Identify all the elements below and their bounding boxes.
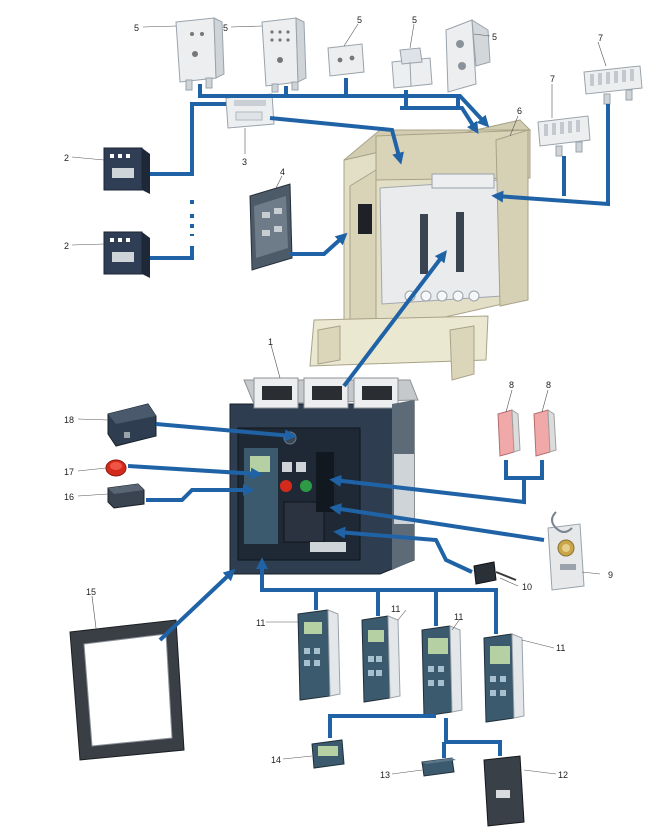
- internal-accessory-plate: [249, 183, 293, 271]
- trip-unit-4: [483, 633, 525, 723]
- arc-chute-right: [353, 377, 399, 409]
- callout-17: 17: [64, 467, 74, 477]
- arrow-breaker-to-cradle: [342, 250, 447, 388]
- terminal-block: [391, 47, 433, 89]
- arc-chute-left: [253, 377, 299, 409]
- callout-2-lower: 2: [64, 241, 69, 251]
- aux-terminal-strip-upper: [583, 65, 643, 105]
- callout-5-c: 5: [357, 15, 362, 25]
- arrow-terminals-to-cradle: [198, 84, 490, 128]
- callout-8-left: 8: [509, 380, 514, 390]
- circuit-breaker: [229, 377, 419, 575]
- callout-18: 18: [64, 415, 74, 425]
- arrow-comm-modules: [150, 102, 226, 176]
- callout-11-c: 11: [454, 612, 463, 622]
- callout-5-b: 5: [223, 23, 228, 33]
- callout-5-a: 5: [134, 23, 139, 33]
- callout-7-lower: 7: [550, 74, 555, 84]
- door-sealing-frame: [69, 619, 185, 761]
- callout-9: 9: [608, 570, 613, 580]
- callout-5-d: 5: [412, 15, 417, 25]
- arrow-signal-switch: [269, 116, 404, 165]
- withdrawable-cradle: [309, 119, 532, 381]
- callout-16: 16: [64, 492, 74, 502]
- terminal-plate-1: [175, 17, 225, 91]
- operation-counter: [473, 561, 517, 585]
- arrow-counter: [333, 526, 473, 574]
- arrow-key-lock: [329, 503, 545, 542]
- aux-terminal-strip-lower: [537, 115, 591, 157]
- callout-13: 13: [380, 770, 390, 780]
- callout-11-d: 11: [556, 643, 565, 653]
- adapter-module: [421, 757, 456, 777]
- arrow-accessory-plate: [290, 232, 348, 256]
- terminal-angle-connector: [445, 19, 491, 93]
- key-lock-assembly: [547, 511, 585, 591]
- signal-switch-module: [225, 93, 275, 129]
- callout-12: 12: [558, 770, 568, 780]
- test-device: [483, 755, 525, 827]
- callout-2-upper: 2: [64, 153, 69, 163]
- comm-module-upper: [103, 147, 150, 194]
- callout-11-a: 11: [256, 618, 265, 628]
- callout-8-right: 8: [546, 380, 551, 390]
- leader-lines: [71, 23, 607, 775]
- motor-operator: [107, 403, 157, 447]
- callout-11-b: 11: [391, 604, 400, 614]
- callout-3: 3: [242, 157, 247, 167]
- arc-chute-middle: [303, 377, 349, 409]
- callout-4: 4: [280, 167, 285, 177]
- comm-module-lower: [103, 231, 150, 278]
- terminal-small-plate: [327, 43, 365, 77]
- trip-unit-1: [297, 609, 341, 701]
- callout-1: 1: [268, 337, 273, 347]
- trip-unit-3: [421, 625, 463, 717]
- arrow-emergency-stop: [127, 464, 263, 480]
- connector-arrows: [127, 78, 610, 758]
- callout-10: 10: [522, 582, 532, 592]
- emergency-stop-button: [105, 459, 127, 477]
- locking-block: [107, 483, 145, 509]
- callout-6: 6: [517, 106, 522, 116]
- arrow-display: [328, 714, 436, 738]
- trip-unit-2: [361, 615, 401, 703]
- arrow-frame: [158, 568, 236, 642]
- aux-release-left: [497, 409, 521, 457]
- callout-labels: 1 2 2 3 4 5 5 5 5 5 6 7 7 8 8 9 10 11 11…: [64, 15, 613, 780]
- arrow-aux-releases: [504, 460, 544, 480]
- display-module: [311, 739, 345, 769]
- callout-14: 14: [271, 755, 281, 765]
- aux-release-right: [533, 409, 557, 457]
- callout-15: 15: [86, 587, 96, 597]
- callout-5-e: 5: [492, 32, 497, 42]
- callout-7-upper: 7: [598, 33, 603, 43]
- terminal-plate-2: [261, 17, 307, 93]
- arrow-motor-operator: [155, 422, 297, 442]
- arrow-aux-strips: [491, 104, 610, 207]
- arrow-locking-block: [146, 484, 255, 502]
